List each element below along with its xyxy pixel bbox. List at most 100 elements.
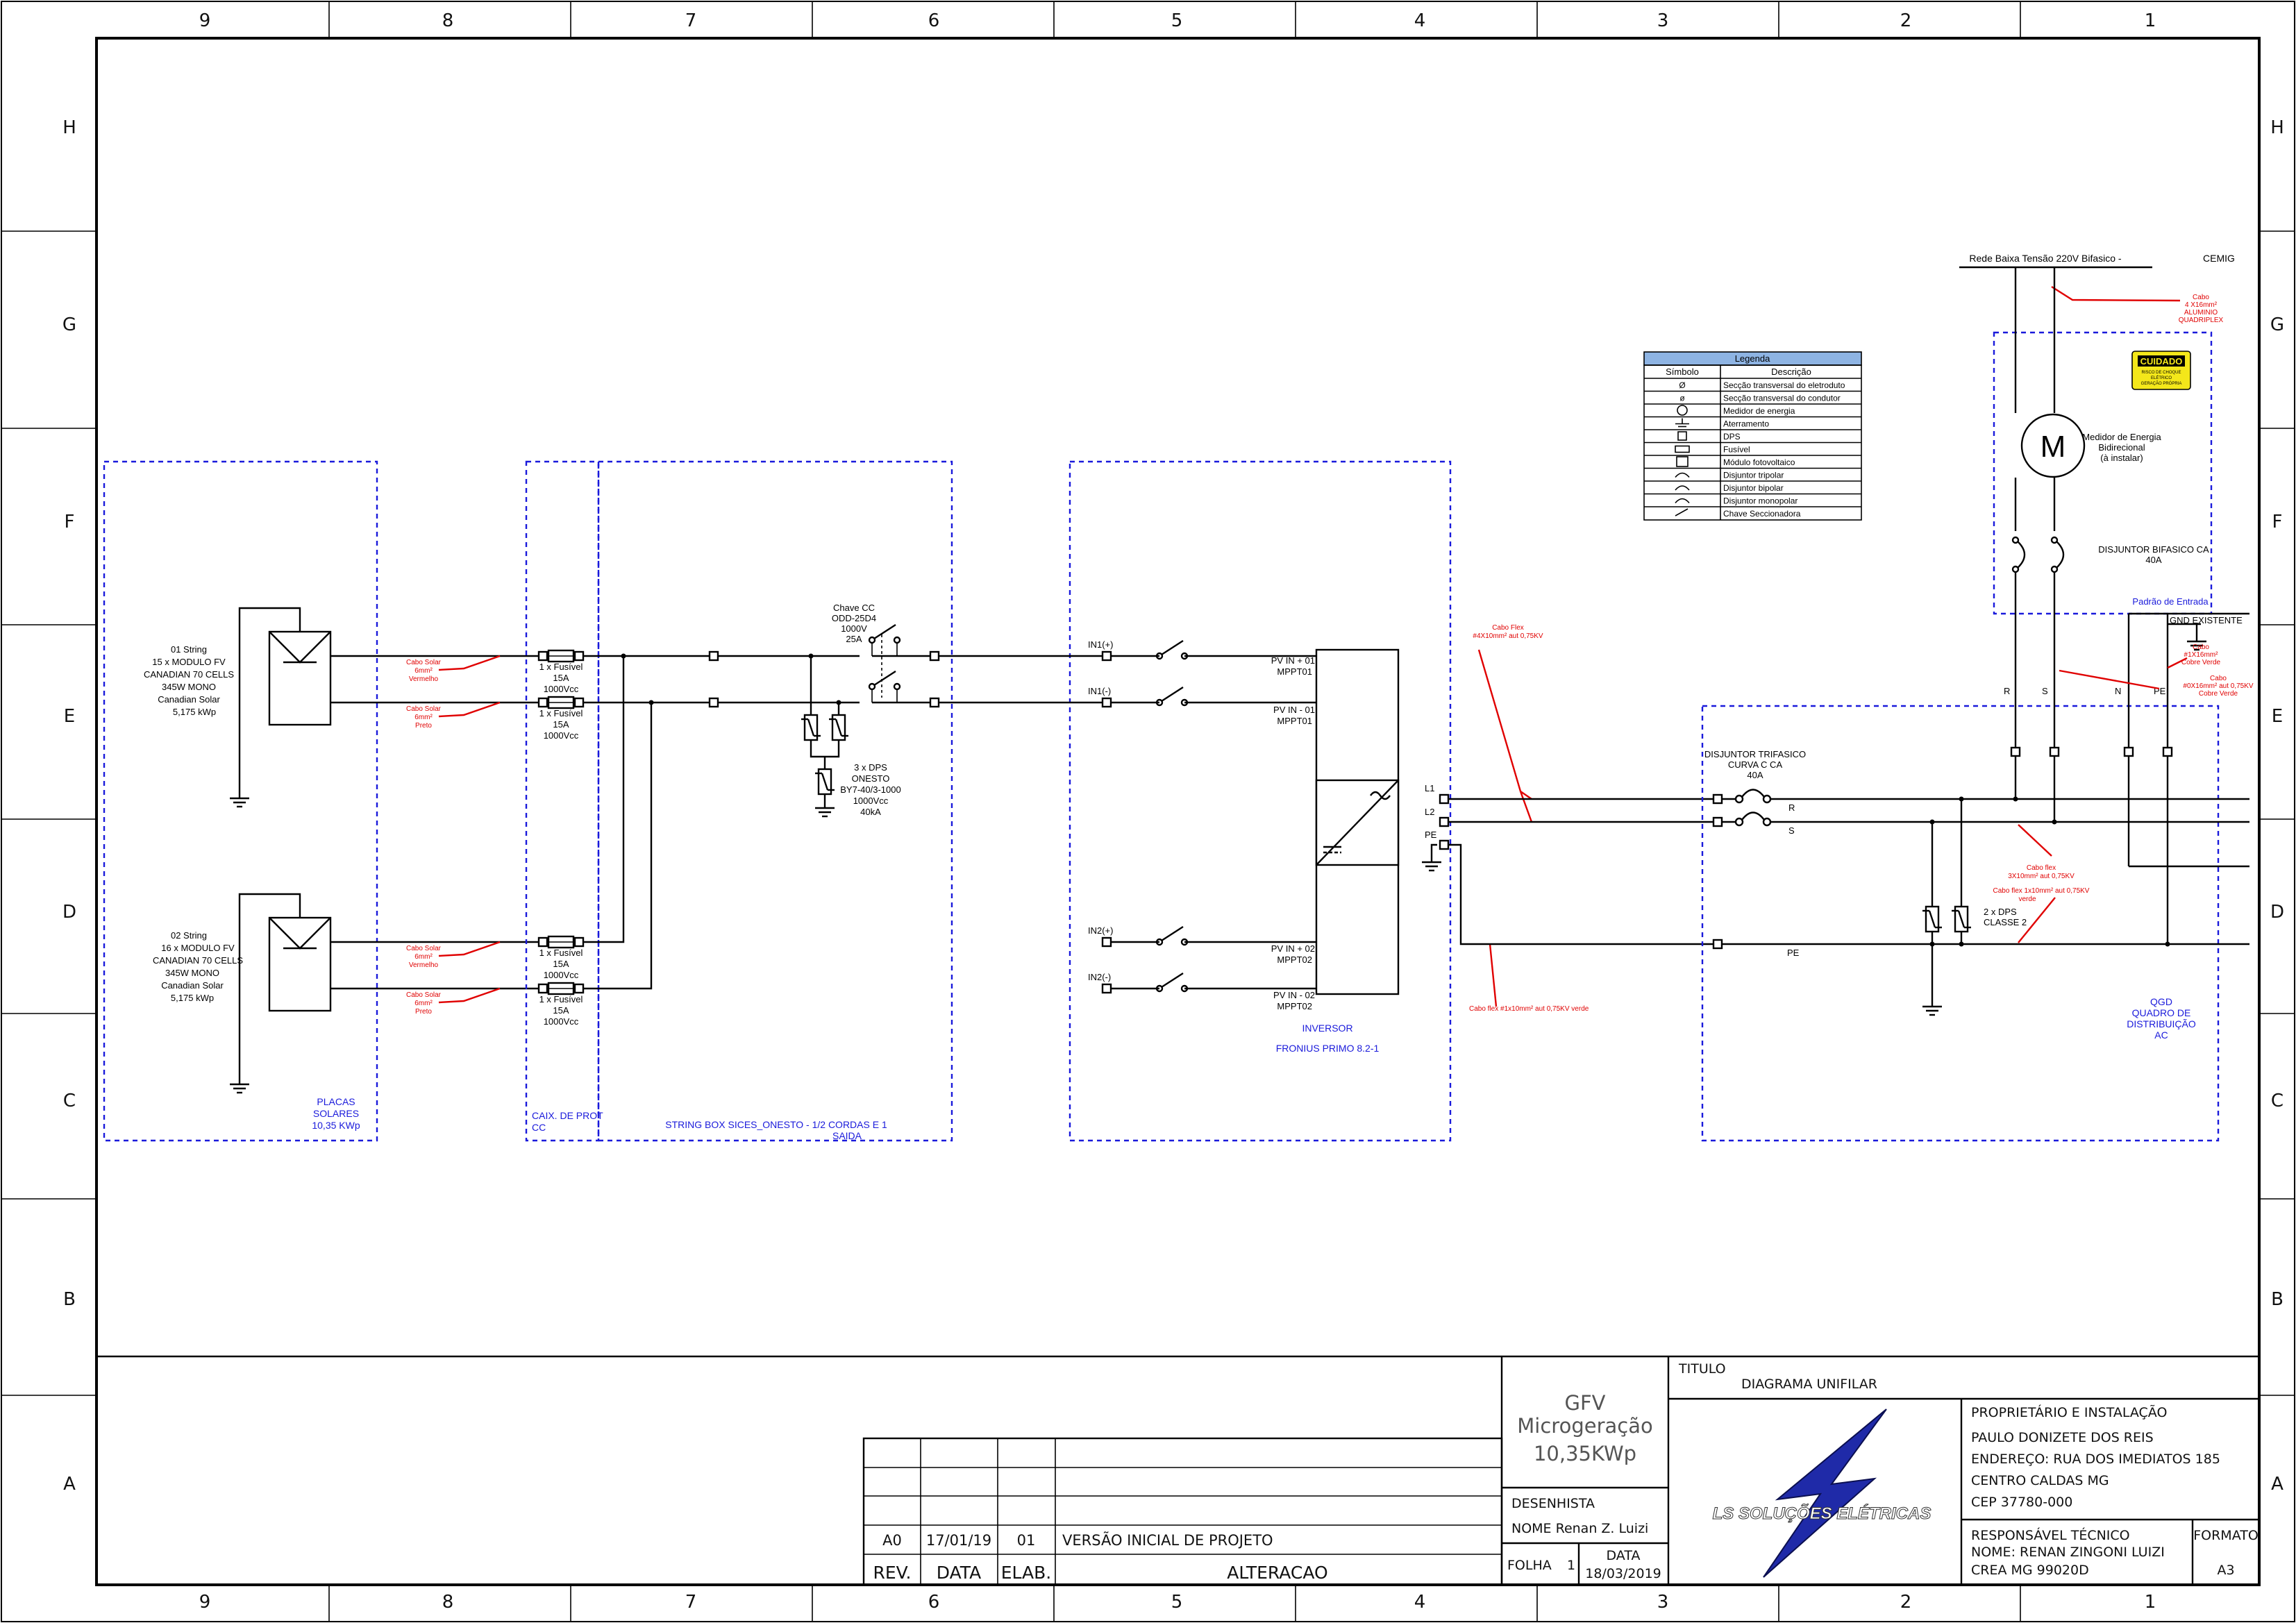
project-line-1: GFV	[1565, 1391, 1606, 1415]
data-label: DATA	[1607, 1548, 1641, 1563]
frame-row-label: C	[63, 1091, 76, 1111]
frame-col-label: 5	[1171, 10, 1183, 31]
string1-line4: 345W MONO	[162, 682, 216, 692]
legend-row-desc: Disjuntor bipolar	[1723, 483, 1784, 493]
fuse3-label-2: 15A	[553, 959, 569, 969]
inverter-box: IN1(+) IN1(-) IN2(+) IN2(-) PV IN + 01 M…	[939, 460, 1589, 1142]
pv1p-label-2: MPPT01	[1277, 666, 1312, 677]
grid-entrance: Rede Baixa Tensão 220V Bifasico - CEMIG …	[1959, 253, 2254, 947]
dps-2-icon	[828, 707, 850, 748]
stringbox-label-1: STRING BOX SICES_ONESTO - 1/2 CORDAS E 1	[665, 1119, 887, 1130]
cable-black-2-l1: Cabo Solar	[406, 991, 442, 999]
fuse-4-icon	[547, 982, 575, 995]
legend-bipolar-icon	[1675, 485, 1690, 491]
qgd-breaker-label-3: 40A	[1747, 770, 1763, 780]
frame-row-label: H	[62, 117, 76, 138]
qgd-label-1: QGD	[2150, 996, 2172, 1007]
frame-col-label: 3	[1657, 1592, 1669, 1613]
qgd-label-4: AC	[2154, 1029, 2168, 1041]
fuse4-label-2: 15A	[553, 1005, 569, 1016]
rev-header: REV.	[873, 1563, 912, 1583]
cable-black-2-l2: 6mm²	[414, 1000, 433, 1007]
legend-row-desc: Disjuntor tripolar	[1723, 471, 1784, 480]
bifasico-breaker-1-icon	[2017, 541, 2026, 569]
dps-label-2: ONESTO	[852, 773, 890, 784]
project-line-3: 10,35KWp	[1534, 1442, 1636, 1465]
frame-col-label: 9	[199, 1592, 211, 1613]
cable-ac-label-2: #4X10mm² aut 0,75KV	[1473, 632, 1543, 640]
pv2n-label-1: PV IN - 02	[1273, 990, 1315, 1000]
grid-cable-4: QUADRIPLEX	[2179, 317, 2224, 324]
logo-text: LS SOLUÇÕES ELÉTRICAS	[1713, 1504, 1932, 1523]
string1-line5: Canadian Solar	[158, 694, 220, 705]
in1n-label: IN1(-)	[1088, 686, 1111, 696]
fuse1-label-3: 1000Vcc	[544, 684, 579, 694]
legend-row-desc: Módulo fotovoltaico	[1723, 457, 1795, 467]
fuse4-label-1: 1 x Fusível	[539, 994, 583, 1004]
company-logo-icon: LS SOLUÇÕES ELÉTRICAS	[1712, 1408, 1932, 1578]
legend-col-symbol: Símbolo	[1666, 367, 1699, 377]
title-block: A0 17/01/19 01 VERSÃO INICIAL DE PROJETO…	[97, 1355, 2259, 1586]
fuse-3-icon	[547, 935, 575, 949]
frame-row-label: C	[2271, 1091, 2284, 1111]
qgd-r-label: R	[1788, 802, 1795, 813]
grid-cable-2: 4 X16mm²	[2185, 301, 2218, 309]
warning-line-3: GERAÇÃO PRÓPRIA	[2141, 381, 2182, 386]
pv2p-label-2: MPPT02	[1277, 955, 1312, 965]
resp-crea: CREA MG 99020D	[1971, 1563, 2089, 1578]
inverter-model: FRONIUS PRIMO 8.2-1	[1276, 1043, 1380, 1054]
desenhista-name: NOME Renan Z. Luizi	[1511, 1521, 1648, 1536]
frame-col-label: 2	[1900, 10, 1912, 31]
in2p-label: IN2(+)	[1088, 925, 1113, 936]
legend-row-desc: Disjuntor monopolar	[1723, 496, 1798, 506]
inv-switch-1-icon	[1155, 639, 1189, 660]
qgd-cable-flex-2: 3X10mm² aut 0,75KV	[2008, 873, 2075, 880]
frame-col-label: 2	[1900, 1592, 1912, 1613]
frame-col-label: 4	[1414, 10, 1426, 31]
cable-ac-label-1: Cabo Flex	[1492, 624, 1524, 632]
legend-row-desc: Aterramento	[1723, 419, 1769, 429]
folha-label: FOLHA	[1507, 1558, 1552, 1573]
frame-col-label: 3	[1657, 10, 1669, 31]
pv2p-label-1: PV IN + 02	[1271, 943, 1315, 954]
cable-red-2-l3: Vermelho	[409, 961, 439, 969]
meter-label-3: (à instalar)	[2100, 453, 2143, 463]
grid-cable-pe-3: Cobre Verde	[2199, 690, 2238, 698]
ac-bus	[1448, 798, 1713, 945]
frame-col-label: 1	[2145, 10, 2156, 31]
legend-dps-icon	[1677, 431, 1687, 441]
legend-pv-icon	[1676, 456, 1689, 467]
frame-row-label: D	[62, 902, 76, 923]
cable-black-1-l1: Cabo Solar	[406, 705, 442, 713]
frame-col-label: 7	[685, 10, 697, 31]
phase-s-label: S	[2042, 686, 2048, 696]
ac-wave-icon	[1370, 791, 1391, 800]
qgd-breaker-1-icon	[1734, 789, 1772, 804]
fuse-box: CAIX. DE PROT CC 1 x Fusível 15A 1000Vcc…	[525, 460, 603, 1142]
cable-red-2-l1: Cabo Solar	[406, 945, 442, 952]
grid-cable-3: ALUMINIO	[2184, 309, 2218, 317]
folha-value: 1	[1567, 1558, 1575, 1573]
legend-monopolar-icon	[1675, 498, 1690, 504]
l1-label: L1	[1425, 783, 1434, 793]
phase-r-label: R	[2004, 686, 2010, 696]
bifasico-label-1: DISJUNTOR BIFASICO CA	[2098, 544, 2209, 555]
frame-row-label: A	[2271, 1474, 2284, 1495]
dps-label-4: 1000Vcc	[853, 796, 889, 806]
qgd-cable-pe-2: verde	[2018, 895, 2036, 903]
pv-array-box: PLACAS SOLARES 10,35 KWp 01 String 15 x …	[103, 460, 543, 1142]
qgd-dps-2-icon	[1950, 898, 1972, 940]
string2-line2: 16 x MODULO FV	[161, 943, 235, 953]
pe-out-label: PE	[1425, 830, 1437, 840]
grid-cable-n-3: Cobre Verde	[2181, 659, 2221, 666]
bifasico-label-2: 40A	[2145, 555, 2161, 565]
dc-switch-label-1: Chave CC	[833, 603, 875, 613]
fuse-box-label-2: CC	[532, 1122, 546, 1133]
frame-row-label: F	[2272, 512, 2283, 532]
l2-label: L2	[1425, 807, 1434, 817]
frame-row-label: B	[63, 1289, 76, 1310]
in1p-label: IN1(+)	[1088, 639, 1113, 650]
frame-col-label: 6	[928, 1592, 940, 1613]
legend-fuse-icon	[1675, 445, 1690, 453]
